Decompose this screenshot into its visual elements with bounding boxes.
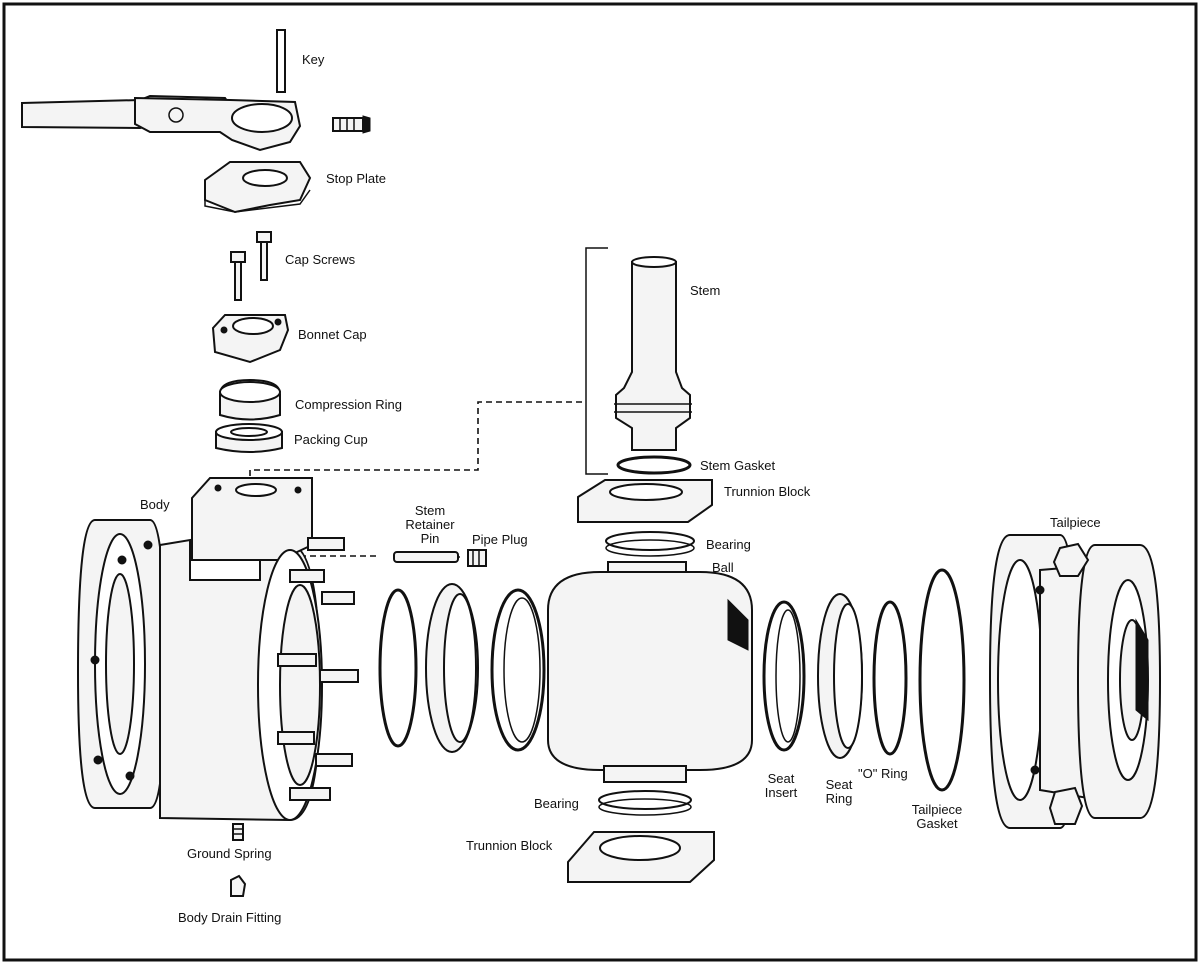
label-ball: Ball (712, 560, 734, 575)
stem-leader-line (249, 401, 582, 482)
handle-part (21, 94, 302, 152)
label-cap-screws: Cap Screws (285, 252, 356, 267)
ball-part (547, 561, 753, 783)
label-stem-retainer-pin-line3: Pin (420, 531, 440, 546)
ring-left-2-part (425, 583, 479, 753)
trunnion-block-top-part (577, 479, 713, 523)
label-key: Key (302, 52, 325, 67)
o-ring-part (872, 600, 908, 756)
body-part (76, 477, 359, 822)
seat-ring-part (817, 593, 863, 759)
pipe-plug-part (467, 549, 487, 567)
label-trunnion-block-top: Trunnion Block (724, 484, 811, 499)
label-seat-ring-line2: Ring (825, 791, 853, 806)
label-trunnion-block-bottom: Trunnion Block (466, 838, 553, 853)
label-stem-gasket: Stem Gasket (700, 458, 776, 473)
trunnion-block-bottom-part (567, 831, 715, 883)
label-packing-cup: Packing Cup (294, 432, 368, 447)
label-body: Body (140, 497, 170, 512)
stem-retainer-pin-part (393, 551, 459, 563)
label-seat-insert-line2: Insert (764, 785, 798, 800)
label-pipe-plug: Pipe Plug (472, 532, 528, 547)
label-tailpiece-gasket-line2: Gasket (916, 816, 958, 831)
label-stem-retainer-pin-line2: Retainer (405, 517, 455, 532)
bearing-top-part (605, 531, 695, 557)
label-tailpiece-gasket-line1: Tailpiece (911, 802, 963, 817)
stop-plate-part (204, 161, 312, 214)
packing-cup-part (215, 423, 283, 453)
stem-gasket-part (616, 455, 692, 475)
ground-spring-part (232, 823, 244, 841)
set-screw-part (332, 115, 371, 134)
cap-screws-part (230, 231, 272, 301)
label-seat-insert: Seat Insert (756, 772, 806, 800)
label-stem: Stem (690, 283, 721, 298)
label-ground-spring: Ground Spring (187, 846, 272, 861)
label-seat-ring: Seat Ring (814, 778, 864, 806)
bearing-bottom-part (598, 790, 692, 816)
label-bonnet-cap: Bonnet Cap (298, 327, 367, 342)
seat-insert-part (762, 600, 806, 752)
label-stop-plate: Stop Plate (326, 171, 386, 186)
label-seat-insert-line1: Seat (767, 771, 795, 786)
tailpiece-part (988, 534, 1162, 829)
label-stem-retainer-pin-line1: Stem (414, 503, 446, 518)
label-compression-ring: Compression Ring (295, 397, 402, 412)
label-bearing-bottom: Bearing (534, 796, 579, 811)
label-stem-retainer-pin: Stem Retainer Pin (400, 504, 460, 546)
label-body-drain-fitting: Body Drain Fitting (178, 910, 282, 925)
compression-ring-part (219, 378, 281, 421)
bonnet-cap-part (211, 314, 290, 364)
body-drain-fitting-part (230, 874, 247, 897)
stem-bracket (585, 247, 608, 475)
label-bearing-top: Bearing (706, 537, 751, 552)
tailpiece-gasket-part (918, 568, 966, 792)
ring-left-1-part (378, 588, 418, 748)
label-tailpiece: Tailpiece (1050, 515, 1101, 530)
label-tailpiece-gasket: Tailpiece Gasket (902, 803, 972, 831)
label-o-ring: "O" Ring (858, 766, 908, 781)
stem-part (614, 256, 692, 451)
ring-left-3-part (490, 588, 546, 752)
label-seat-ring-line1: Seat (825, 777, 853, 792)
key-part (276, 29, 286, 93)
